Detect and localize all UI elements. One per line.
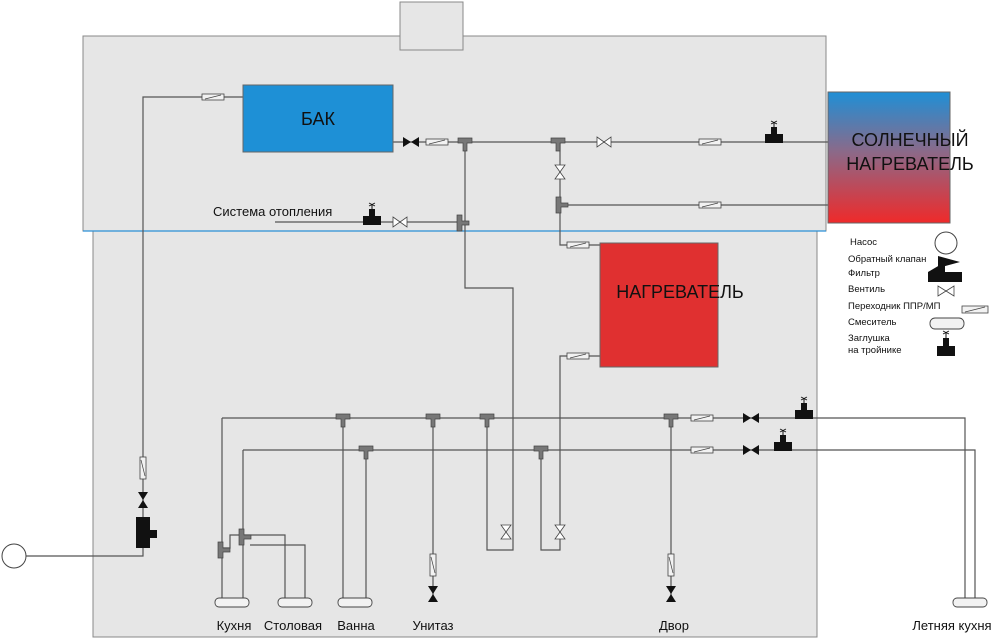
dining-drop-c	[250, 544, 306, 600]
legend-check-valve-label: Обратный клапан	[848, 254, 926, 265]
solar-label-1: СОЛНЕЧНЫЙ	[851, 129, 968, 150]
house-upper	[82, 35, 827, 232]
mixer-dining	[277, 597, 313, 608]
adapter-solar-1	[698, 138, 722, 146]
loop-a	[486, 418, 514, 551]
dining-drop-a	[243, 534, 286, 600]
adapter-heater-out	[566, 352, 590, 360]
outlet-dining: Столовая	[264, 618, 322, 633]
legend-filter-icon	[928, 262, 962, 282]
outlet-kitchen: Кухня	[217, 618, 252, 633]
mixer-summer-kitchen	[952, 597, 988, 608]
outlet-bath: Ванна	[337, 618, 375, 633]
heater-label: НАГРЕВАТЕЛЬ	[616, 282, 743, 302]
ext-hot	[808, 417, 966, 600]
tank-label: БАК	[301, 109, 335, 129]
inlet-pipe	[20, 96, 243, 557]
legend-plug-label-2: на тройнике	[848, 345, 902, 356]
adapter-heater-in	[566, 241, 590, 249]
legend-valve-label: Вентиль	[848, 284, 885, 295]
legend-plug-icon	[937, 330, 955, 356]
filter-inlet	[136, 517, 157, 548]
outlet-summer-kitchen: Летняя кухня	[912, 618, 991, 633]
heating-system-label: Система отопления	[213, 204, 332, 219]
heater-box	[599, 242, 719, 368]
legend-mixer-icon	[929, 317, 965, 330]
legend-mixer-label: Смеситель	[848, 317, 896, 328]
solar-label-2: НАГРЕВАТЕЛЬ	[846, 154, 973, 174]
adapter-tank-in	[201, 93, 225, 101]
legend-pump-icon	[934, 231, 958, 255]
mixer-kitchen	[214, 597, 250, 608]
legend-plug-label-1: Заглушка	[848, 333, 891, 344]
riser-pipe	[464, 222, 514, 418]
adapter-tank-out	[425, 138, 449, 146]
legend-adapter-icon	[961, 305, 989, 314]
legend-valve-icon	[937, 285, 955, 297]
adapter-hot-out	[690, 414, 714, 422]
mixer-bath	[337, 597, 373, 608]
adapter-cold-out	[690, 446, 714, 454]
adapter-solar-return	[698, 201, 722, 209]
ext-cold	[783, 449, 976, 600]
loop-b	[540, 418, 561, 551]
legend: Насос Обратный клапан Фильтр Вентиль Пер…	[848, 231, 989, 356]
pump-icon	[1, 543, 27, 569]
solar-heater-box	[827, 91, 951, 224]
outlet-toilet: Унитаз	[413, 618, 454, 633]
legend-adapter-label: Переходник ППР/МП	[848, 301, 941, 312]
tank-box	[242, 84, 394, 153]
legend-pump-label: Насос	[850, 237, 877, 248]
adapter-inlet	[139, 456, 147, 480]
adapter-yard	[667, 553, 675, 577]
adapter-toilet	[429, 553, 437, 577]
legend-filter-label: Фильтр	[848, 268, 880, 279]
chimney	[399, 1, 464, 51]
outlet-yard: Двор	[659, 618, 689, 633]
